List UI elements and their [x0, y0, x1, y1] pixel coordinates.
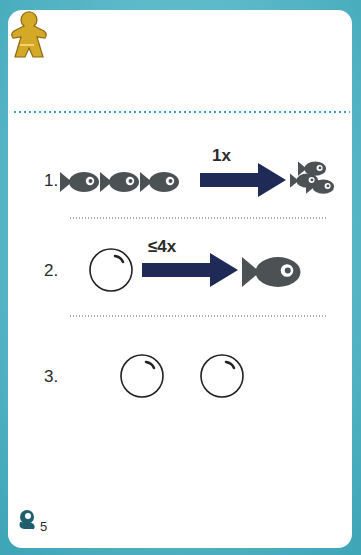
step-number: 3.: [44, 368, 58, 385]
fish-symbol: [60, 172, 99, 192]
step-number: 1.: [44, 172, 58, 189]
diver-icon: [20, 510, 35, 529]
fish-symbol: [242, 257, 301, 287]
bubble-symbol: [90, 249, 132, 291]
fish-symbol: [140, 172, 179, 192]
card-panel: [8, 10, 352, 548]
bubble-symbol: [201, 355, 243, 397]
row-divider: [70, 316, 328, 317]
exchange-arrow: [200, 163, 286, 197]
fish-school-symbol: [290, 161, 334, 193]
meeple-icon: [12, 12, 47, 57]
exchange-arrow: [142, 253, 238, 287]
card-value: 5: [40, 520, 47, 533]
bubble-symbol: [121, 355, 163, 397]
exchange-count: ≤4x: [148, 238, 176, 255]
row-divider: [70, 218, 328, 219]
header-divider: [14, 111, 350, 113]
exchange-count: 1x: [212, 147, 231, 164]
fish-symbol: [100, 172, 139, 192]
step-number: 2.: [44, 262, 58, 279]
